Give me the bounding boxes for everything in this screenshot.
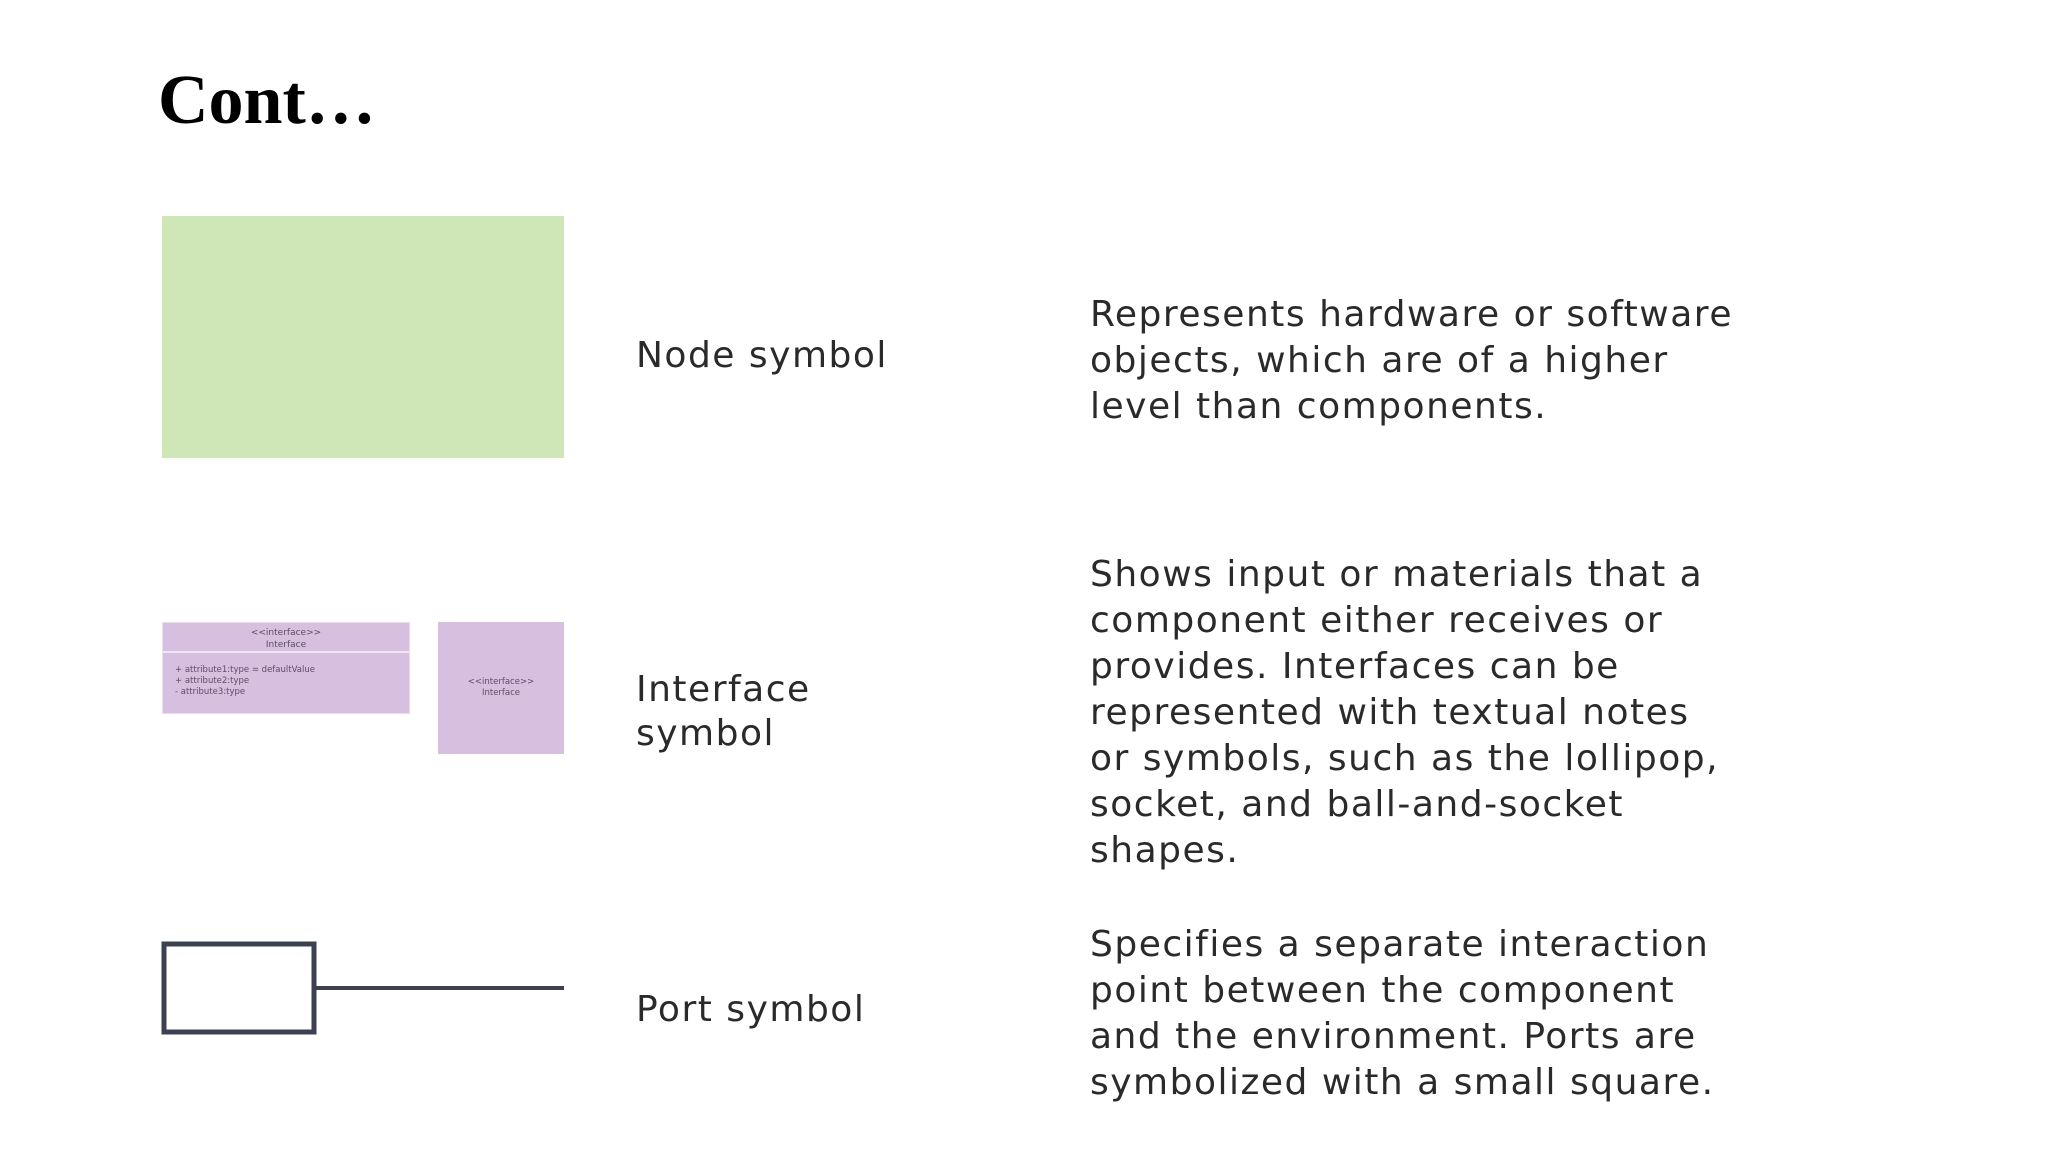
port-symbol-label: Port symbol (636, 989, 866, 1030)
description-line: Represents hardware or software (1090, 294, 1733, 335)
interface-class-graphic: <<interface>> Interface + attribute1:typ… (162, 622, 410, 714)
interface-name: Interface (265, 640, 307, 650)
node-symbol-graphic (162, 216, 564, 458)
interface-symbol-label: Interface symbol (636, 668, 811, 756)
description-line: shapes. (1090, 830, 1240, 871)
interface-attribute: - attribute3:type (175, 687, 246, 697)
description-line: represented with textual notes (1090, 692, 1690, 733)
description-line: or symbols, such as the lollipop, (1090, 738, 1720, 779)
slide-title: Cont… (158, 62, 376, 139)
description-line: Shows input or materials that a (1090, 554, 1704, 595)
description-line: component either receives or (1090, 600, 1664, 641)
node-symbol-description: Represents hardware or software objects,… (1090, 292, 1990, 430)
description-line: point between the component (1090, 970, 1676, 1011)
interface-stereotype: <<interface>> (467, 677, 535, 687)
interface-compact-graphic: <<interface>> Interface (438, 622, 564, 754)
label-line: Interface (636, 669, 811, 710)
interface-attribute: + attribute1:type = defaultValue (175, 665, 315, 675)
description-line: symbolized with a small square. (1090, 1062, 1715, 1103)
interface-stereotype: <<interface>> (250, 628, 322, 638)
description-line: provides. Interfaces can be (1090, 646, 1620, 687)
label-line: symbol (636, 713, 776, 754)
description-line: and the environment. Ports are (1090, 1016, 1697, 1057)
port-square (161, 941, 317, 1035)
port-symbol-description: Specifies a separate interaction point b… (1090, 922, 1990, 1106)
node-symbol-label: Node symbol (636, 335, 888, 376)
description-line: objects, which are of a higher (1090, 340, 1669, 381)
interface-attributes: + attribute1:type = defaultValue + attri… (163, 653, 409, 698)
interface-name: Interface (481, 688, 521, 698)
interface-class-header: <<interface>> Interface (163, 623, 409, 653)
description-line: socket, and ball-and-socket (1090, 784, 1624, 825)
description-line: level than components. (1090, 386, 1548, 427)
description-line: Specifies a separate interaction (1090, 924, 1710, 965)
interface-attribute: + attribute2:type (175, 676, 250, 686)
port-symbol-graphic (161, 941, 564, 1035)
interface-symbol-description: Shows input or materials that a componen… (1090, 552, 1990, 874)
